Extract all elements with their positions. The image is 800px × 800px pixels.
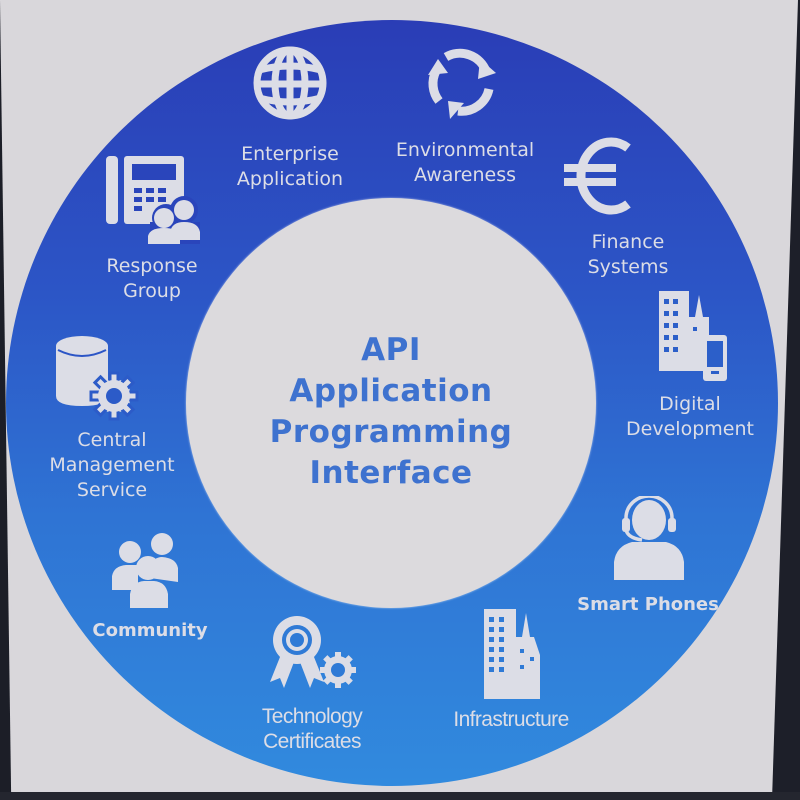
label-central-management-service: Central Management Service (49, 429, 175, 501)
recycle-icon (428, 48, 496, 119)
center-title-line-3: Programming (269, 414, 513, 450)
database-gear-icon (56, 336, 139, 421)
skyscraper-icon (484, 609, 540, 699)
center-title-line-1: API (361, 332, 421, 368)
center-hub (186, 198, 596, 608)
center-title-line-4: Interface (309, 455, 473, 491)
monitor-bezel-bottom (0, 792, 800, 800)
label-response-group: Response Group (106, 255, 198, 302)
center-title: API Application Programming Interface (186, 330, 596, 494)
label-smart-phones: Smart Phones (577, 594, 719, 615)
label-enterprise-application: Enterprise Application (236, 143, 344, 190)
headset-person-icon (614, 496, 684, 580)
monitor-bezel-left (0, 0, 12, 800)
globe-icon (253, 46, 327, 120)
ribbon-gear-icon (270, 616, 356, 688)
label-community: Community (92, 620, 208, 641)
label-technology-certificates: Technology Certificates (261, 705, 363, 753)
label-finance-systems: Finance Systems (587, 231, 669, 278)
phone-users-icon (106, 156, 200, 244)
label-digital-development: Digital Development (626, 393, 754, 440)
label-environmental-awareness: Environmental Awareness (395, 139, 535, 186)
center-title-line-2: Application (289, 373, 493, 409)
label-infrastructure: Infrastructure (453, 708, 569, 731)
euro-icon (564, 137, 631, 215)
people-group-icon (112, 533, 178, 608)
building-phone-icon (659, 291, 727, 381)
